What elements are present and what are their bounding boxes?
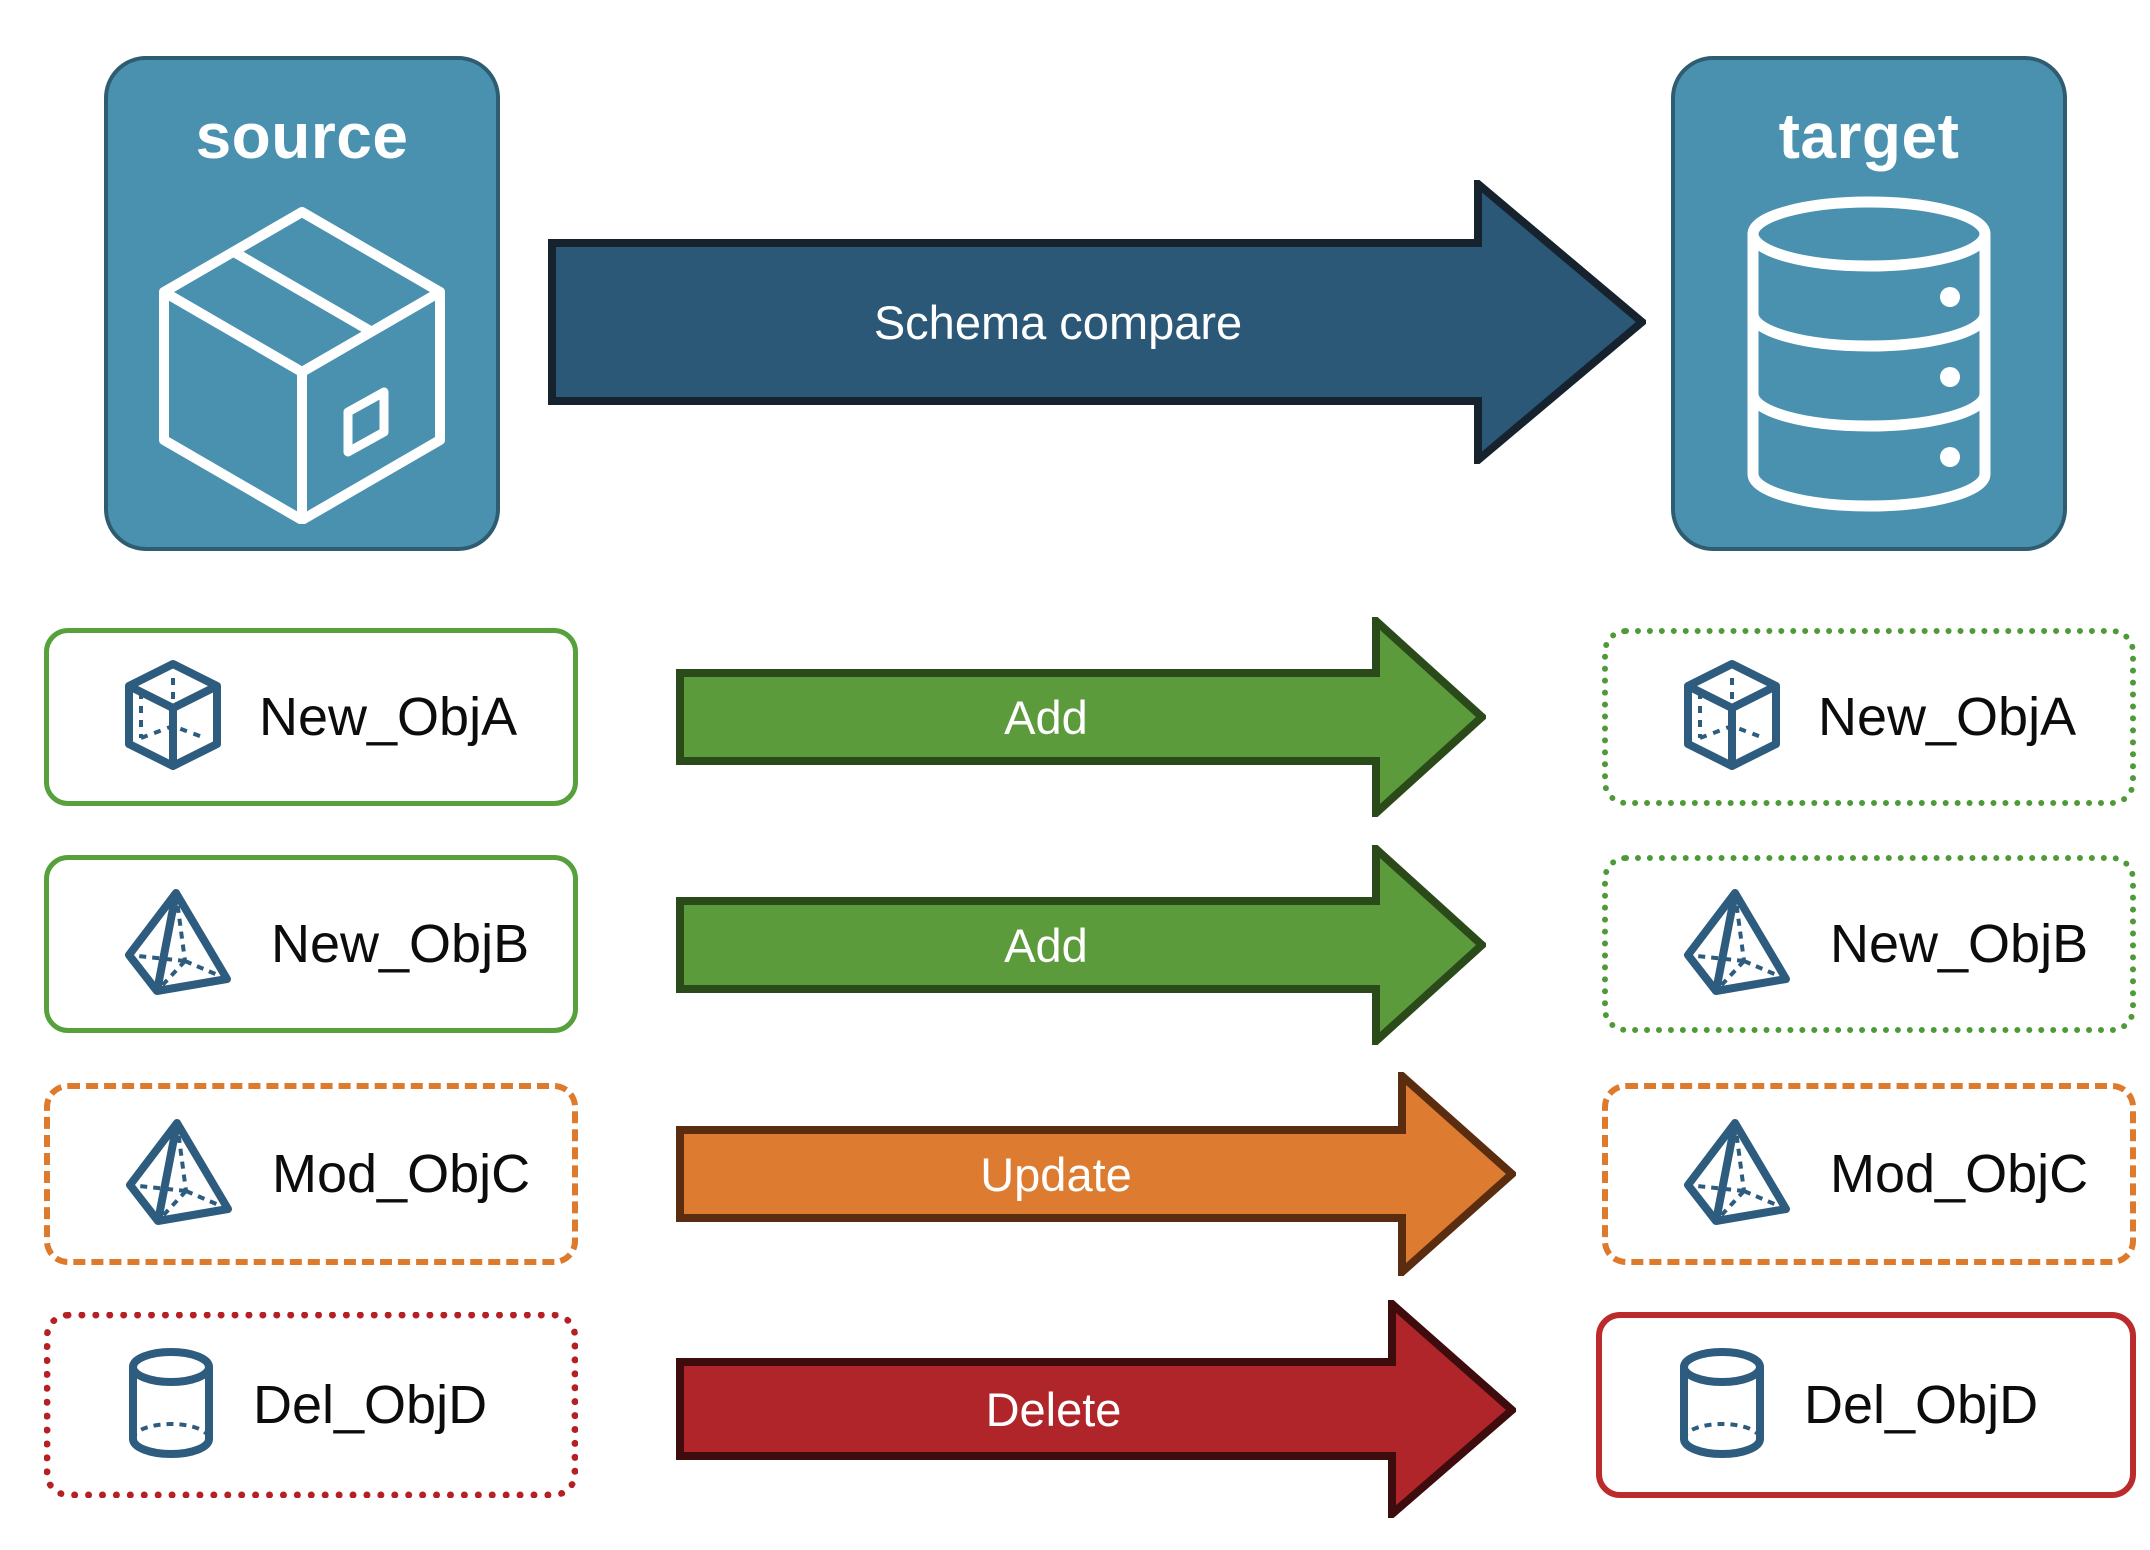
wireframe-cube-icon [1680,658,1784,777]
target-object-label-0: New_ObjA [1818,687,2077,747]
target-object-label-3: Del_ObjD [1804,1375,2039,1435]
wireframe-cylinder-icon [1674,1345,1770,1466]
target-object-card-1[interactable]: New_ObjB [1602,855,2136,1033]
target-object-card-0[interactable]: New_ObjA [1602,628,2136,806]
wireframe-pyramid-icon [122,1115,238,1234]
action-arrow-2[interactable] [676,1067,1519,1281]
source-object-label-2: Mod_ObjC [272,1144,531,1204]
wireframe-cylinder-icon [123,1345,219,1466]
source-object-card-3[interactable]: Del_ObjD [44,1312,578,1498]
source-object-card-1[interactable]: New_ObjB [44,855,578,1033]
target-object-card-2[interactable]: Mod_ObjC [1602,1083,2136,1265]
action-arrow-3[interactable] [676,1295,1519,1523]
target-endpoint-card[interactable]: target [1671,56,2067,551]
source-object-label-0: New_ObjA [259,687,518,747]
source-object-label-3: Del_ObjD [253,1375,488,1435]
target-object-card-3[interactable]: Del_ObjD [1596,1312,2136,1498]
package-box-icon [152,194,452,529]
wireframe-cube-icon [121,658,225,777]
source-object-label-1: New_ObjB [271,914,530,974]
wireframe-pyramid-icon [1680,885,1796,1004]
wireframe-pyramid-icon [121,885,237,1004]
source-object-card-2[interactable]: Mod_ObjC [44,1083,578,1265]
source-endpoint-card[interactable]: source [104,56,500,551]
action-arrow-1[interactable] [676,839,1488,1051]
wireframe-pyramid-icon [1680,1115,1796,1234]
action-arrow-0[interactable] [676,611,1488,823]
target-object-label-1: New_ObjB [1830,914,2089,974]
target-object-label-2: Mod_ObjC [1830,1144,2089,1204]
database-cylinder-icon [1734,194,2004,519]
source-endpoint-title: source [195,100,409,172]
target-endpoint-title: target [1778,100,1960,172]
schema-compare-arrow[interactable] [548,175,1649,469]
source-object-card-0[interactable]: New_ObjA [44,628,578,806]
